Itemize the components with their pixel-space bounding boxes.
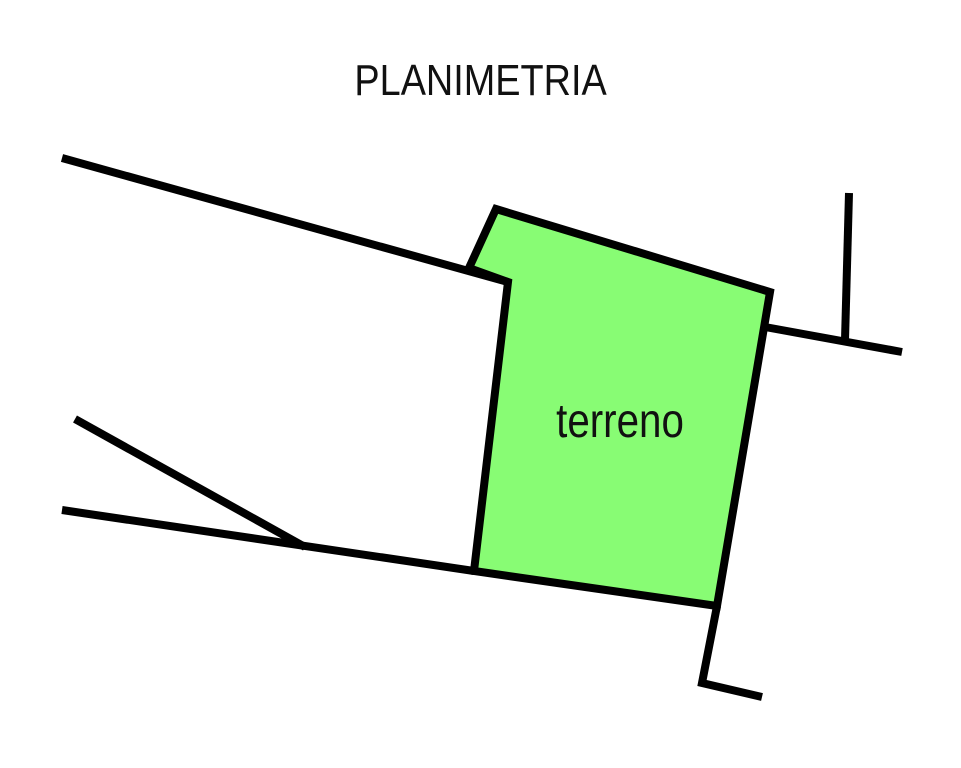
boundary-top-left — [60, 154, 510, 286]
page-title: PLANIMETRIA — [354, 56, 607, 105]
boundary-lines — [60, 154, 903, 701]
boundary-right-vertical — [841, 192, 853, 341]
parcel-label: terreno — [556, 395, 684, 448]
boundary-bottom-left — [61, 506, 475, 575]
boundary-bottom-right — [697, 605, 763, 701]
boundary-diagonal-left — [73, 415, 307, 551]
boundary-right-horizontal — [764, 323, 903, 356]
